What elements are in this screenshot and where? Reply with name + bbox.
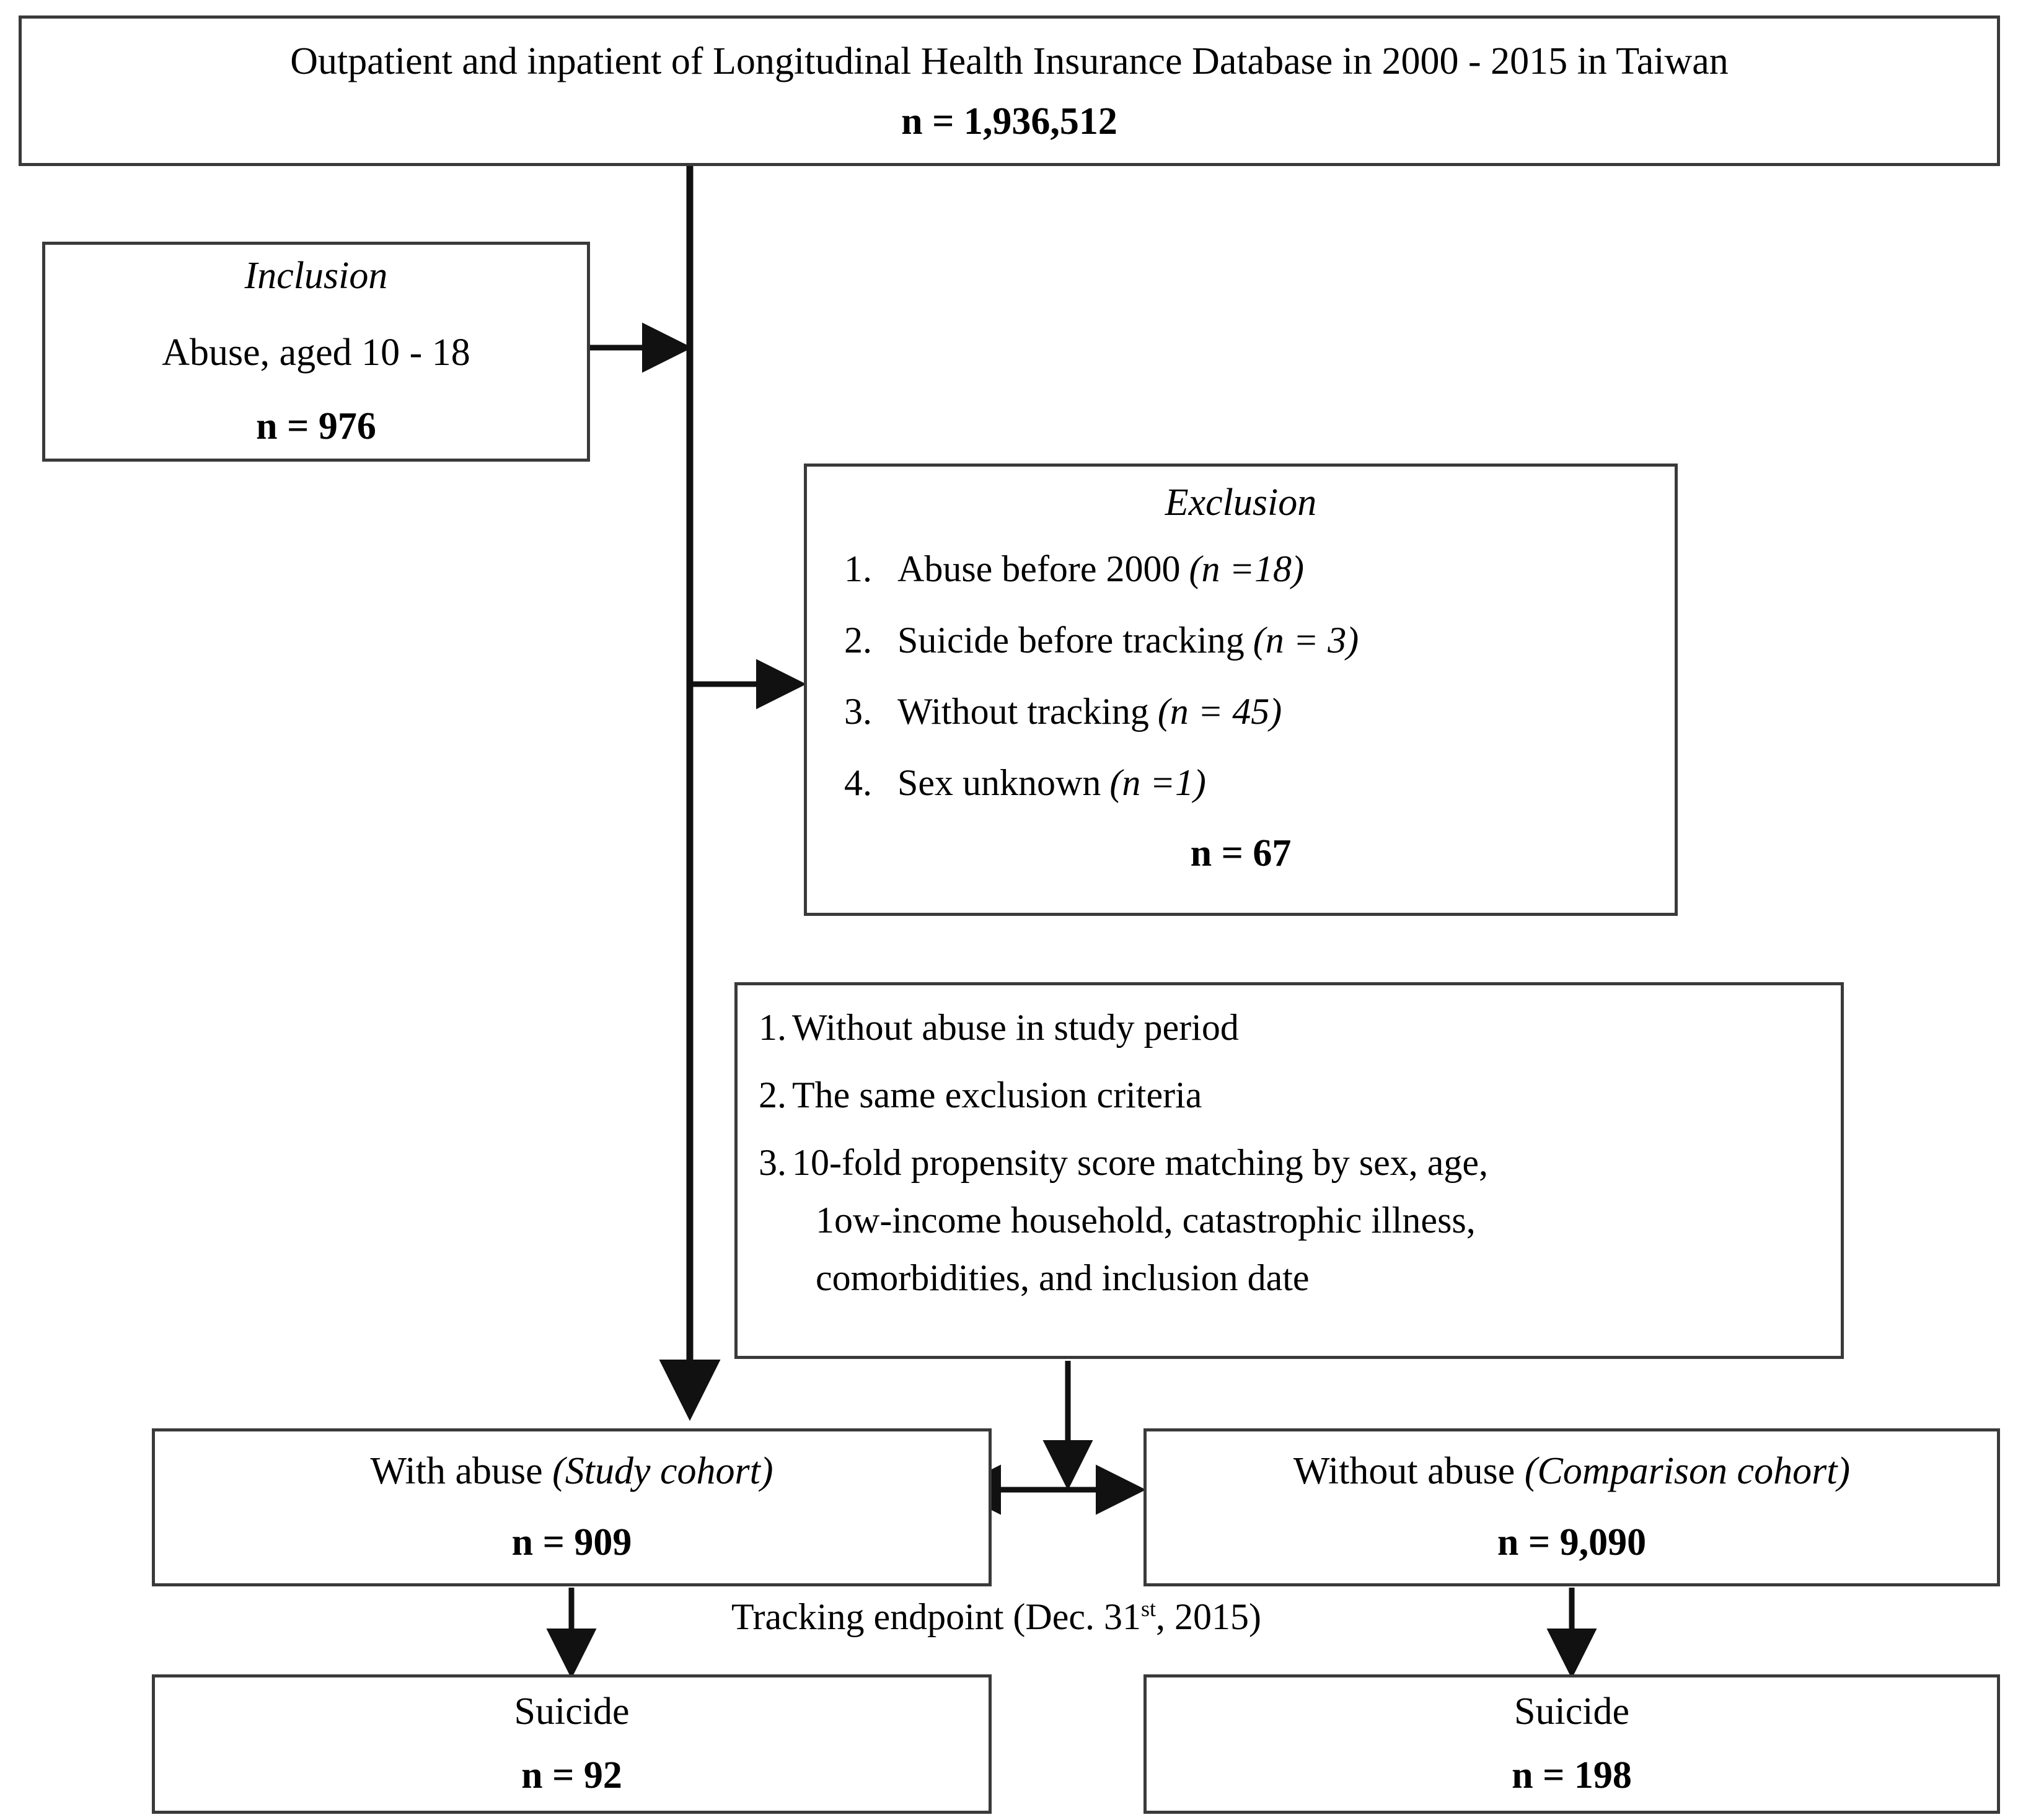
comparison-suicide-count: n = 198 <box>1512 1754 1632 1796</box>
source-database-count: n = 1,936,512 <box>901 100 1117 143</box>
exclusion-item-count: (n = 45) <box>1157 690 1282 732</box>
tracking-endpoint-prefix: Tracking endpoint (Dec. 31 <box>731 1596 1141 1637</box>
matching-item-number: 3. <box>759 1142 786 1183</box>
exclusion-item-number: 1. <box>844 548 872 589</box>
comparison-cohort-box: Without abuse (Comparison cohort) n = 9,… <box>1143 1428 2000 1586</box>
matching-item-text: Without abuse in study period <box>792 999 1825 1057</box>
matching-item-text: The same exclusion criteria <box>792 1066 1825 1124</box>
study-suicide-count: n = 92 <box>521 1754 622 1796</box>
exclusion-list-item: 2. Suicide before tracking (n = 3) <box>844 612 1675 669</box>
matching-item-line: 1ow-income household, catastrophic illne… <box>816 1200 1476 1241</box>
matching-item-text: 10-fold propensity score matching by sex… <box>792 1134 1825 1307</box>
exclusion-item-text: Without tracking <box>897 690 1149 732</box>
comparison-cohort-label-italic: (Comparison cohort) <box>1524 1449 1851 1492</box>
comparison-suicide-label: Suicide <box>1514 1690 1629 1733</box>
matching-criteria-box: 1. Without abuse in study period 2. The … <box>734 982 1844 1359</box>
exclusion-box: Exclusion 1. Abuse before 2000 (n =18) 2… <box>804 464 1678 916</box>
matching-item-line: Without abuse in study period <box>792 1007 1239 1048</box>
comparison-cohort-label: Without abuse (Comparison cohort) <box>1155 1446 1988 1497</box>
study-cohort-label: With abuse (Study cohort) <box>164 1446 980 1497</box>
tracking-endpoint-suffix: , 2015) <box>1156 1596 1261 1637</box>
comparison-cohort-count: n = 9,090 <box>1497 1521 1647 1564</box>
exclusion-list: 1. Abuse before 2000 (n =18) 2. Suicide … <box>807 540 1675 825</box>
source-database-box: Outpatient and inpatient of Longitudinal… <box>19 15 2000 166</box>
study-cohort-label-plain: With abuse <box>370 1449 553 1492</box>
exclusion-item-number: 4. <box>844 762 872 803</box>
exclusion-count: n = 67 <box>1190 832 1292 874</box>
exclusion-list-item: 4. Sex unknown (n =1) <box>844 754 1675 812</box>
exclusion-item-count: (n =1) <box>1109 762 1206 803</box>
study-cohort-label-italic: (Study cohort) <box>552 1449 773 1492</box>
tracking-endpoint-superscript: st <box>1141 1596 1157 1621</box>
exclusion-item-count: (n =18) <box>1189 548 1304 589</box>
exclusion-list-item: 3. Without tracking (n = 45) <box>844 683 1675 741</box>
source-database-title: Outpatient and inpatient of Longitudinal… <box>290 40 1729 83</box>
exclusion-item-text: Abuse before 2000 <box>897 548 1181 589</box>
inclusion-criteria: Abuse, aged 10 - 18 <box>162 332 470 374</box>
study-suicide-label: Suicide <box>514 1690 630 1733</box>
matching-item-number: 2. <box>759 1075 786 1115</box>
tracking-endpoint-label: Tracking endpoint (Dec. 31st, 2015) <box>731 1596 1261 1638</box>
inclusion-count: n = 976 <box>256 405 376 447</box>
comparison-cohort-label-plain: Without abuse <box>1293 1449 1525 1492</box>
matching-list-item: 2. The same exclusion criteria <box>759 1066 1825 1124</box>
inclusion-heading: Inclusion <box>244 255 388 297</box>
comparison-suicide-box: Suicide n = 198 <box>1143 1674 2000 1814</box>
matching-item-line: 10-fold propensity score matching by sex… <box>792 1142 1489 1183</box>
exclusion-heading: Exclusion <box>1165 481 1317 524</box>
matching-list-item: 1. Without abuse in study period <box>759 999 1825 1057</box>
matching-item-line: The same exclusion criteria <box>792 1075 1202 1115</box>
exclusion-item-number: 3. <box>844 690 872 732</box>
study-cohort-box: With abuse (Study cohort) n = 909 <box>152 1428 992 1586</box>
exclusion-item-count: (n = 3) <box>1253 619 1359 661</box>
matching-item-line: comorbidities, and inclusion date <box>816 1257 1310 1298</box>
study-cohort-count: n = 909 <box>511 1521 632 1564</box>
exclusion-item-number: 2. <box>844 619 872 661</box>
matching-criteria-list: 1. Without abuse in study period 2. The … <box>738 999 1841 1317</box>
exclusion-list-item: 1. Abuse before 2000 (n =18) <box>844 540 1675 598</box>
exclusion-item-text: Sex unknown <box>897 762 1101 803</box>
matching-list-item: 3. 10-fold propensity score matching by … <box>759 1134 1825 1307</box>
study-suicide-box: Suicide n = 92 <box>152 1674 992 1814</box>
matching-item-number: 1. <box>759 1007 786 1048</box>
inclusion-box: Inclusion Abuse, aged 10 - 18 n = 976 <box>42 242 590 462</box>
exclusion-item-text: Suicide before tracking <box>897 619 1245 661</box>
